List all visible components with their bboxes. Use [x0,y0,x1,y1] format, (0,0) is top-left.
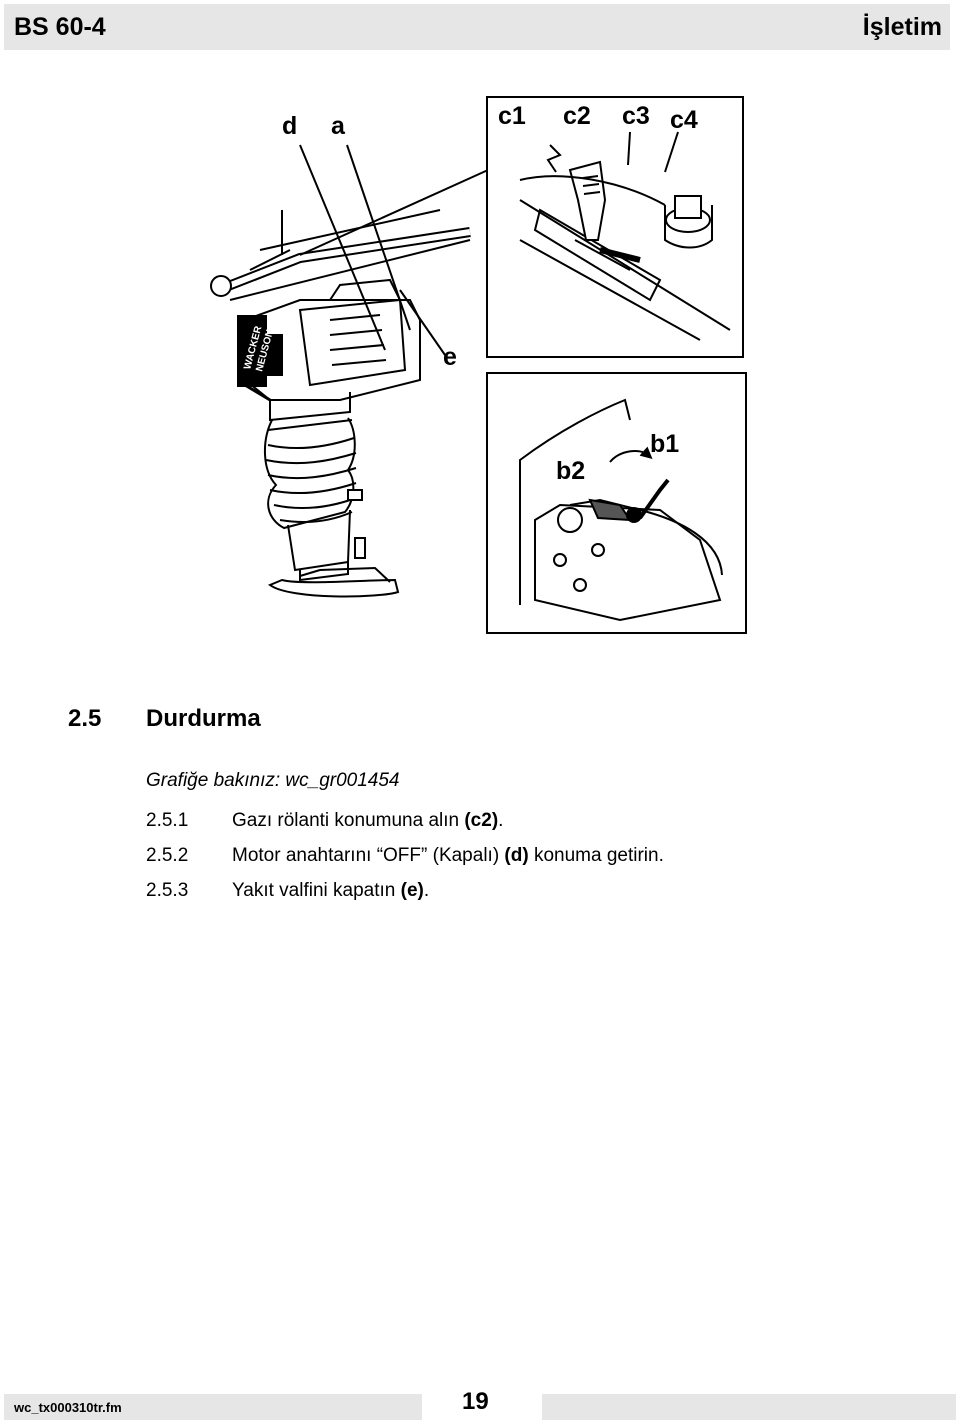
callout-c4: c4 [670,106,698,134]
footer-bar-right [542,1394,956,1420]
step-number: 2.5.3 [146,880,189,901]
callout-c2: c2 [563,102,591,130]
callout-d: d [282,112,298,140]
step-tail: . [498,810,504,831]
callout-a: a [331,112,345,140]
step-tail: konuma getirin. [528,845,664,866]
header-section: İşletim [862,13,942,41]
callout-b2: b2 [556,457,586,485]
step-item: 2.5.2 Motor anahtarını “OFF” (Kapalı) (d)… [146,845,664,867]
footer-filename: wc_tx000310tr.fm [14,1400,122,1415]
page-number: 19 [462,1388,489,1415]
step-number: 2.5.2 [146,845,189,866]
step-ref: (d) [504,845,529,866]
step-item: 2.5.3 Yakıt valfini kapatın (e). [146,880,429,902]
step-ref: (c2) [464,810,499,831]
figure-reference: Grafiğe bakınız: wc_gr001454 [146,770,400,791]
section-number: 2.5 [68,705,102,732]
callout-c1: c1 [498,102,526,130]
section-heading: 2.5 Durdurma [68,705,261,733]
footer-bar-left [4,1394,422,1420]
callout-c3: c3 [622,102,650,130]
callout-e: e [443,343,457,371]
step-item: 2.5.1 Gazı rölanti konumuna alın (c2). [146,810,503,832]
step-text: Yakıt valfini kapatın [232,880,401,901]
step-number: 2.5.1 [146,810,189,831]
step-ref: (e) [400,880,424,901]
callout-b1: b1 [650,430,680,458]
step-text: Gazı rölanti konumuna alın [232,810,465,831]
rammer-drawing: WACKER NEUSON [210,96,747,634]
machine-illustration: WACKER NEUSON [0,60,960,680]
step-tail: . [423,880,430,901]
step-text: Motor anahtarını “OFF” (Kapalı) [232,845,505,866]
page-header [4,4,950,50]
section-title: Durdurma [146,705,261,732]
header-model: BS 60-4 [14,13,106,41]
